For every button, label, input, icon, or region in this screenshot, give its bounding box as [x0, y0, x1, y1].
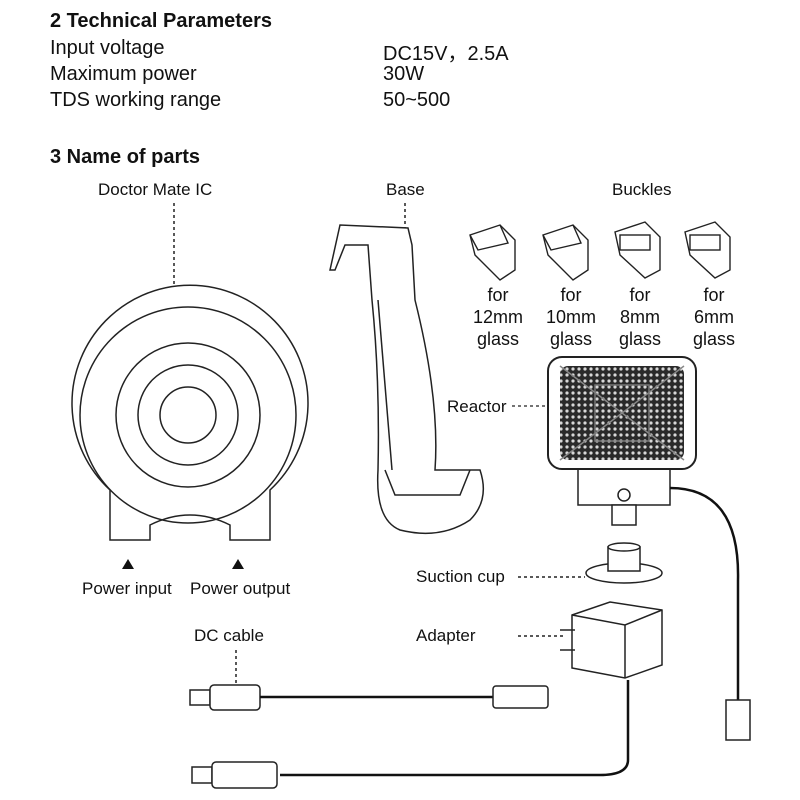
buckle-8mm-caption: for 8mm glass [605, 284, 675, 350]
buckle-6mm-caption: for 6mm glass [679, 284, 749, 350]
param-name: TDS working range [50, 89, 222, 111]
caption-line: 12mm [472, 307, 523, 327]
power-input-label: Power input [82, 579, 172, 598]
suction-cup-label: Suction cup [416, 567, 505, 586]
param-value: DC15V，2.5A [383, 43, 509, 65]
caption-line: glass [549, 329, 593, 349]
technical-heading: 2 Technical Parameters [50, 10, 272, 32]
buckle-10mm-caption: for 10mm glass [536, 284, 606, 350]
power-output-label: Power output [190, 579, 291, 598]
reactor-unit [512, 356, 751, 741]
caption-line: 10mm [545, 307, 596, 327]
param-name: Maximum power [50, 63, 197, 85]
param-value: 30W [383, 63, 425, 85]
param-row-tds-range: TDS working range 50~500 [50, 89, 550, 115]
buckles-icons [469, 221, 731, 281]
param-row-input-voltage: Input voltage DC15V，2.5A [50, 37, 550, 65]
adapter-label: Adapter [416, 626, 476, 645]
dc-cable [189, 650, 549, 711]
reactor-label: Reactor [447, 397, 507, 416]
suction-cup [518, 542, 663, 584]
caption-line: for [703, 285, 725, 305]
caption-line: glass [618, 329, 662, 349]
power-input-arrow-icon [122, 559, 134, 569]
caption-line: for [629, 285, 651, 305]
caption-line: 8mm [620, 307, 660, 327]
adapter-plug [191, 761, 278, 789]
base-hook [329, 203, 485, 535]
power-output-arrow-icon [232, 559, 244, 569]
buckle-12mm-caption: for 12mm glass [463, 284, 533, 350]
parts-heading: 3 Name of parts [50, 146, 201, 168]
caption-line: glass [692, 329, 736, 349]
param-row-maximum-power: Maximum power 30W [50, 63, 550, 89]
caption-line: glass [476, 329, 520, 349]
dc-cable-label: DC cable [194, 626, 264, 645]
caption-line: 6mm [694, 307, 734, 327]
buckles-label: Buckles [612, 180, 672, 199]
caption-line: for [560, 285, 582, 305]
doctor-mate-device [71, 203, 309, 541]
adapter [280, 601, 663, 777]
param-name: Input voltage [50, 37, 165, 59]
doctor-mate-label: Doctor Mate IC [98, 180, 213, 199]
base-label: Base [386, 180, 425, 199]
param-value: 50~500 [383, 89, 451, 111]
caption-line: for [487, 285, 509, 305]
